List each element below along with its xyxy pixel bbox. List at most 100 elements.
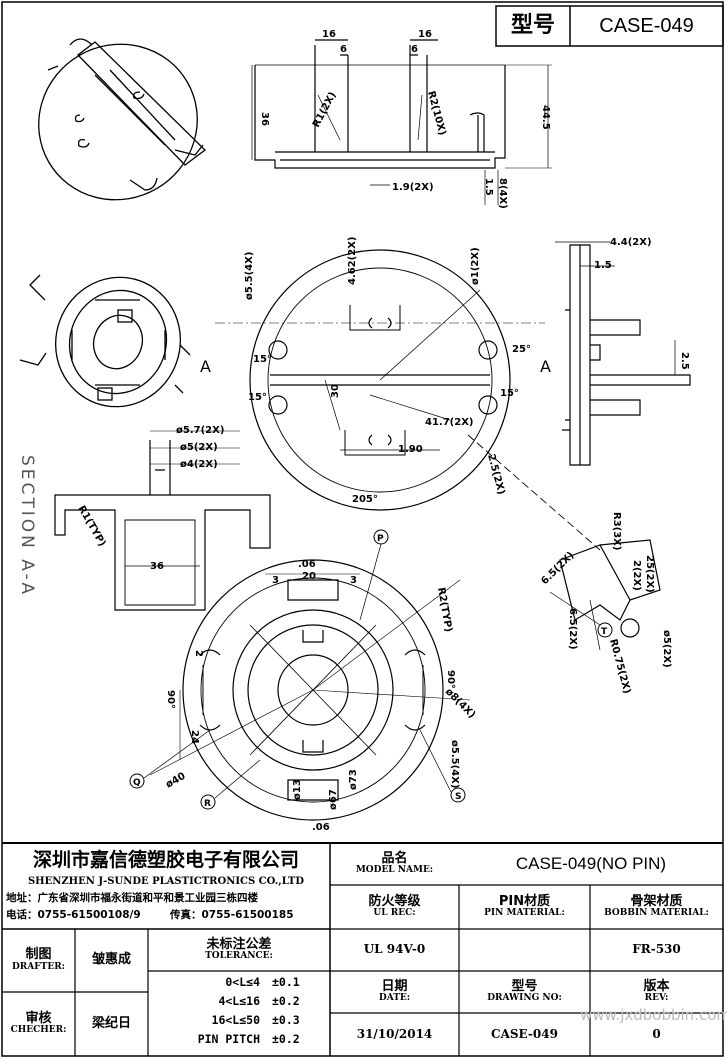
dim-3a: 3 [272, 575, 279, 586]
dim-phi55b: ø5.5(4X) [449, 740, 460, 788]
dim-36b: 36 [150, 561, 164, 572]
tolerance-label-cn: 未标注公差 [206, 936, 272, 952]
ul-value: UL 94V-0 [363, 942, 426, 957]
tolerance-value: ±0.1 [272, 975, 300, 989]
dim-phi1: ø1(2X) [470, 247, 481, 285]
date-label-cn: 日期 [381, 978, 408, 994]
dim-44b: 4.4(2X) [610, 237, 652, 248]
dim-phi8: ø8(4X) [443, 686, 477, 720]
drawing-no-value: CASE-049 [491, 1026, 558, 1041]
tolerance-row: PIN PITCH ±0.2 [160, 1032, 325, 1051]
dim-8: 8(4X) [497, 178, 508, 209]
date-label: 日期 DATE: [330, 971, 459, 1013]
dim-462: 4.62(2X) [347, 237, 358, 285]
rev-label-cn: 版本 [643, 978, 670, 994]
dim-phi13: ø13 [292, 779, 303, 800]
callout-s: S [455, 792, 461, 802]
model-label: 品名 MODEL NAME: [330, 843, 459, 885]
checker-label-en: CHECHER: [10, 1025, 67, 1036]
dim-25b: 2.5(2X) [485, 453, 506, 496]
dim-r2: R2(10X) [425, 90, 447, 137]
header-type-value: CASE-049 [599, 15, 694, 37]
iso-view-bottom [19, 274, 191, 408]
dim-205: 205° [352, 494, 378, 505]
iso-view-top [38, 38, 206, 201]
title-block-grid [2, 5, 724, 1056]
front-elevation [251, 39, 552, 205]
dim-2: 2(2X) [631, 560, 642, 591]
dim-15: 1.5 [483, 178, 494, 196]
dim-06a: .06 [298, 559, 316, 570]
tolerance-row: 0<L≤4 ±0.1 [160, 975, 325, 994]
tolerance-range: 4<L≤16 [218, 994, 260, 1008]
angle-15c: 15° [500, 388, 519, 399]
ul-label-en: UL REC: [373, 908, 416, 919]
pin-detail [549, 539, 661, 651]
dim-6b: 6 [411, 44, 418, 55]
callout-r: R [204, 799, 211, 809]
rev-label: 版本 REV: [590, 971, 723, 1013]
drawing-no-cn: 型号 [511, 978, 538, 994]
model-label-cn: 品名 [381, 850, 408, 866]
dim-16b: 16 [418, 29, 432, 40]
angle-90b: 90° [445, 670, 456, 689]
bobbin-material-cn: 骨架材质 [630, 893, 683, 909]
dim-phi67: ø67 [328, 789, 339, 810]
dim-20: 20 [302, 571, 316, 582]
dim-15b: 1.5 [594, 260, 612, 271]
dim-r3: R3(3X) [611, 512, 622, 550]
watermark: www.jxdbobbin.com [580, 1006, 727, 1024]
drafter-label-en: DRAFTER: [11, 961, 65, 972]
top-view [215, 249, 601, 551]
tolerance-value: ±0.3 [272, 1013, 300, 1027]
dim-19: 1.9(2X) [392, 182, 434, 193]
tolerance-range: 0<L≤4 [225, 975, 260, 989]
dim-3b: 3 [350, 575, 357, 586]
dim-65a: 6.5(2X) [539, 550, 576, 587]
bobbin-material-label: 骨架材质 BOBBIN MATERIAL: [590, 885, 723, 929]
ul-label-cn: 防火等级 [368, 893, 421, 909]
company-name-cn: 深圳市嘉信德塑胶电子有限公司 [32, 848, 299, 871]
dim-44: 44.5 [540, 105, 551, 130]
section-view [54, 430, 271, 611]
drafter-name: 皱惠成 [91, 952, 131, 968]
pin-material-label: PIN材质 PIN MATERIAL: [459, 885, 590, 929]
company-address: 地址：广东省深圳市福永街道和平和景工业园三栋四楼 [6, 892, 258, 905]
header-type-label: 型号 [510, 12, 555, 38]
section-mark-right: A [540, 357, 551, 376]
callout-q: Q [133, 778, 141, 788]
rev-value: 0 [652, 1026, 661, 1041]
checker-label-cn: 审核 [25, 1010, 52, 1026]
rev-label-en: REV: [644, 993, 669, 1004]
bottom-view [149, 559, 471, 821]
dim-phi5: ø5(2X) [180, 442, 218, 453]
dim-25c: 25(2X) [644, 555, 655, 593]
dim-25v: 2.5 [679, 352, 690, 370]
model-value: CASE-049(NO PIN) [515, 853, 667, 873]
bobbin-material-value: FR-530 [632, 942, 681, 957]
company-tel: 电话：0755-61500108/9 [6, 909, 141, 922]
tolerance-value: ±0.2 [272, 1032, 300, 1046]
ul-label: 防火等级 UL REC: [330, 885, 459, 929]
tolerance-table: 0<L≤4±0.1 4<L≤16±0.2 16<L≤50±0.3 PIN PIT… [160, 975, 325, 1053]
dim-r1typ: R1(TYP) [75, 504, 107, 549]
tolerance-range: PIN PITCH [197, 1032, 260, 1046]
tolerance-row: 4<L≤16±0.2 [160, 994, 325, 1013]
dim-phi40: ø40 [164, 771, 188, 791]
checker-label: 审核 CHECHER: [2, 992, 75, 1056]
tolerance-range: 16<L≤50 [211, 1013, 260, 1027]
callout-p: P [377, 534, 384, 544]
dim-2b: 2 [193, 650, 204, 657]
dim-phi55a: ø5.5(4X) [244, 252, 255, 300]
section-mark-left: A [200, 357, 211, 376]
dim-r2typ: R2(TYP) [435, 587, 454, 633]
angle-90a: 90° [165, 690, 176, 709]
tolerance-label-en: TOLERANCE: [205, 951, 273, 962]
company-name-en: SHENZHEN J-SUNDE PLASTICTRONICS CO.,LTD [27, 875, 305, 887]
date-label-en: DATE: [378, 993, 411, 1004]
dim-phi5b: ø5(2X) [661, 630, 672, 668]
tolerance-row: 16<L≤50 ±0.3 [160, 1013, 325, 1032]
dim-65b: 6.5(2X) [567, 608, 578, 650]
section-label: SECTION A-A [17, 455, 37, 597]
